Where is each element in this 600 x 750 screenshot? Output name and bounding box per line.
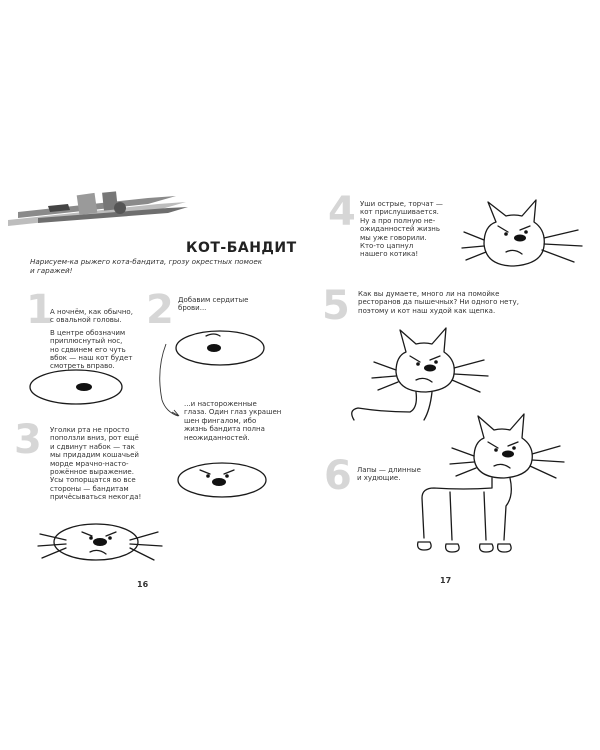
text-line: Усы топорщатся во все <box>50 476 136 485</box>
intro-line: и гаражей! <box>30 265 73 275</box>
text-line: приплюснутый нос, <box>50 337 123 346</box>
step-3-drawing <box>37 523 163 561</box>
step-number-6: 6 <box>324 453 352 499</box>
intro-line: Нарисуем-ка рыжего кота-бандита, грозу о… <box>30 257 263 266</box>
step-5-drawing <box>351 327 489 421</box>
step-1-text: А ночнём, как обычно, с овальной головы.… <box>50 308 160 371</box>
text-line: и худющие. <box>357 474 401 483</box>
step-2b-drawing <box>177 462 267 498</box>
text-line: брови... <box>178 304 207 313</box>
text-line: вбок — наш кот будет <box>50 354 133 363</box>
text-line: глаза. Один глаз украшен <box>184 408 282 417</box>
text-line: Добавим сердитые <box>178 296 249 304</box>
step-number-1: 1 <box>26 287 54 333</box>
step-4-drawing <box>461 199 583 267</box>
page-title: КОТ-БАНДИТ <box>186 240 297 256</box>
step-1-drawing <box>29 369 123 405</box>
text-line: причёсываться некогда! <box>50 493 142 502</box>
step-2-drawing <box>175 330 265 366</box>
step-number-5: 5 <box>322 283 350 329</box>
step-number-2: 2 <box>146 287 174 333</box>
text-line: Ну а про полную не- <box>360 216 436 225</box>
step-number-4: 4 <box>328 189 356 235</box>
step-number-3: 3 <box>14 417 42 463</box>
text-line: ресторанов да пышечных? Ни одного нету, <box>358 298 519 307</box>
step-6-text: Лапы — длинные и худющие. <box>357 466 447 483</box>
step-3-text: Уголки рта не просто поползли вниз, рот … <box>50 426 165 502</box>
text-line: Уголки рта не просто <box>50 426 130 434</box>
text-line: нашего котика! <box>360 250 419 259</box>
text-line: Кто-то цапнул <box>360 242 414 251</box>
text-line: кот прислушивается. <box>360 208 439 217</box>
text-line: мы уже говорили. <box>360 233 427 242</box>
text-line: ...и настороженные <box>184 400 257 408</box>
step-5-text: Как вы думаете, много ли на помойке рест… <box>358 290 538 315</box>
text-line: жизнь бандита полна <box>184 425 265 434</box>
intro-text: Нарисуем-ка рыжего кота-бандита, грозу о… <box>30 257 300 275</box>
text-line: мы придадим кошачьей <box>50 451 139 460</box>
text-line: но сдвинем его чуть <box>50 345 126 354</box>
text-line: морде мрачно-насто- <box>50 459 129 468</box>
text-line: неожиданностей. <box>184 433 250 442</box>
text-line: стороны — бандитам <box>50 484 129 493</box>
step-2-text: Добавим сердитые брови... <box>178 296 278 313</box>
step-6-drawing <box>416 413 565 553</box>
step-4-text: Уши острые, торчат — кот прислушивается.… <box>360 200 470 259</box>
text-line: В центре обозначим <box>50 328 126 337</box>
step-2-extra-text: ...и настороженные глаза. Один глаз укра… <box>184 400 304 442</box>
page-number-left: 16 <box>137 580 149 589</box>
text-line: с овальной головы. <box>50 316 122 325</box>
page-number-right: 17 <box>440 576 452 585</box>
text-line: поэтому и кот наш худой как щепка. <box>358 306 496 315</box>
text-line: шен фингалом, ибо <box>184 416 257 425</box>
text-line: поползли вниз, рот ещё <box>50 434 139 443</box>
text-line: Уши острые, торчат — <box>360 200 443 208</box>
text-line: А ночнём, как обычно, <box>50 308 133 316</box>
text-line: рожённое выражение. <box>50 468 134 477</box>
text-line: ожиданностей жизнь <box>360 225 440 234</box>
pencils-illustration-icon <box>8 191 188 226</box>
step-arrow <box>159 343 180 417</box>
text-line: Лапы — длинные <box>357 466 421 474</box>
text-line: Как вы думаете, много ли на помойке <box>358 290 500 298</box>
text-line: и сдвинут набок — так <box>50 442 135 451</box>
text-line: смотреть вправо. <box>50 362 115 371</box>
